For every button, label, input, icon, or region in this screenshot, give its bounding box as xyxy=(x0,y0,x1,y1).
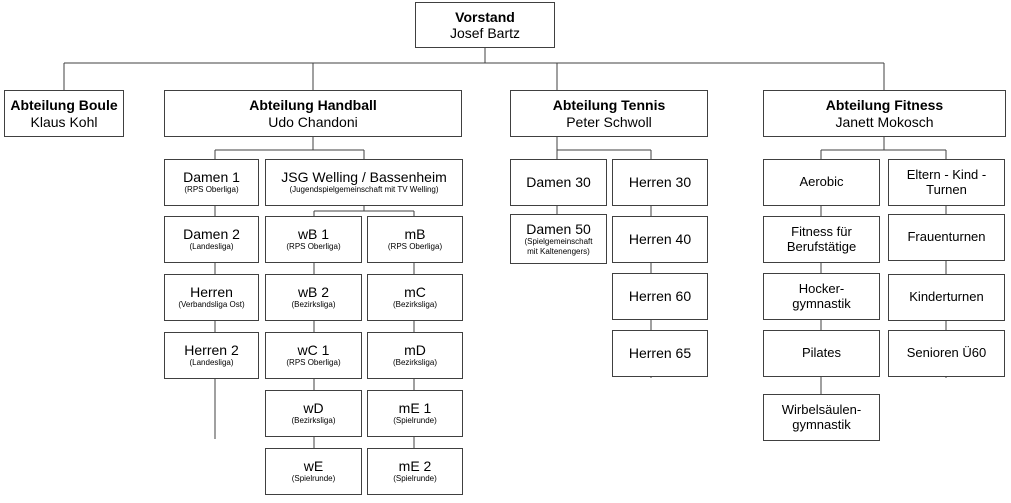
team-league: (Landesliga) xyxy=(189,242,234,252)
group-label: Aerobic xyxy=(799,174,844,190)
team-mb: mB (RPS Oberliga) xyxy=(367,216,463,263)
group-label-line-2: gymnastik xyxy=(792,416,851,432)
team-label: mB xyxy=(404,226,426,243)
team-we: wE (Spielrunde) xyxy=(265,448,362,495)
team-damen-1: Damen 1 (RPS Oberliga) xyxy=(164,159,259,206)
team-wb-2: wB 2 (Bezirksliga) xyxy=(265,274,362,321)
team-label: Herren 30 xyxy=(628,174,692,191)
vorstand-title: Vorstand xyxy=(455,8,515,25)
department-head: Peter Schwoll xyxy=(566,113,652,130)
department-title: Abteilung Tennis xyxy=(552,97,666,114)
team-league: (Bezirksliga) xyxy=(392,358,437,368)
team-league: (Bezirksliga) xyxy=(392,300,437,310)
team-label: wB 2 xyxy=(297,284,330,301)
team-league: (RPS Oberliga) xyxy=(286,242,341,252)
group-label-line-2: Berufstätige xyxy=(786,238,857,254)
department-head: Klaus Kohl xyxy=(30,113,98,130)
team-wd: wD (Bezirksliga) xyxy=(265,390,362,437)
team-league: (Bezirksliga) xyxy=(291,416,336,426)
team-label: Herren 60 xyxy=(628,288,692,305)
group-label-line-1: Hocker- xyxy=(798,280,845,296)
team-label: Herren xyxy=(190,284,233,301)
group-label-line-1: Eltern - Kind - xyxy=(906,166,987,182)
team-league-line-1: (Spielgemeinschaft xyxy=(524,236,593,246)
department-handball: Abteilung Handball Udo Chandoni xyxy=(164,90,462,137)
group-label-line-1: Fitness für xyxy=(791,223,852,239)
team-wb-1: wB 1 (RPS Oberliga) xyxy=(265,216,362,263)
team-league: (RPS Oberliga) xyxy=(184,185,239,195)
group-frauenturnen: Frauenturnen xyxy=(888,214,1005,261)
team-herren: Herren (Verbandsliga Ost) xyxy=(164,274,259,321)
team-wc-1: wC 1 (RPS Oberliga) xyxy=(265,332,362,379)
department-fitness: Abteilung Fitness Janett Mokosch xyxy=(763,90,1006,137)
team-league: (Spielrunde) xyxy=(393,474,437,484)
team-league: (Bezirksliga) xyxy=(291,300,336,310)
team-label: mE 2 xyxy=(398,458,432,475)
department-head: Udo Chandoni xyxy=(268,113,358,130)
team-label: Herren 65 xyxy=(628,345,692,362)
group-label-line-2: Turnen xyxy=(926,181,967,197)
group-eltern-kind-turnen: Eltern - Kind - Turnen xyxy=(888,159,1005,206)
group-pilates: Pilates xyxy=(763,330,880,377)
team-mc: mC (Bezirksliga) xyxy=(367,274,463,321)
group-senioren-ue60: Senioren Ü60 xyxy=(888,330,1005,377)
team-label: Herren 2 xyxy=(184,342,239,359)
vorstand-box: Vorstand Josef Bartz xyxy=(415,2,555,48)
team-league: (Spielrunde) xyxy=(393,416,437,426)
team-label: Damen 30 xyxy=(526,174,591,191)
team-me-1: mE 1 (Spielrunde) xyxy=(367,390,463,437)
team-league-line-2: mit Kaltenengers) xyxy=(527,247,590,257)
group-label-line-2: gymnastik xyxy=(792,295,851,311)
team-damen-30: Damen 30 xyxy=(510,159,607,206)
team-md: mD (Bezirksliga) xyxy=(367,332,463,379)
team-label: JSG Welling / Bassenheim xyxy=(281,169,447,186)
team-label: wB 1 xyxy=(297,226,330,243)
group-label: Frauenturnen xyxy=(907,229,986,245)
team-herren-40: Herren 40 xyxy=(612,216,708,263)
department-boule: Abteilung Boule Klaus Kohl xyxy=(4,90,124,137)
team-herren-30: Herren 30 xyxy=(612,159,708,206)
department-tennis: Abteilung Tennis Peter Schwoll xyxy=(510,90,708,137)
group-kinderturnen: Kinderturnen xyxy=(888,274,1005,321)
team-damen-2: Damen 2 (Landesliga) xyxy=(164,216,259,263)
team-league: (Spielrunde) xyxy=(291,474,336,484)
department-title: Abteilung Handball xyxy=(249,97,377,114)
team-label: wE xyxy=(303,458,324,475)
team-label: mE 1 xyxy=(398,400,432,417)
group-label: Senioren Ü60 xyxy=(906,345,987,361)
team-label: mD xyxy=(404,342,426,359)
team-jsg: JSG Welling / Bassenheim (Jugendspielgem… xyxy=(265,159,463,206)
department-title: Abteilung Fitness xyxy=(825,97,944,114)
team-label: Damen 2 xyxy=(183,226,240,243)
team-herren-65: Herren 65 xyxy=(612,330,708,377)
group-wirbelsaeulengymnastik: Wirbelsäulen- gymnastik xyxy=(763,394,880,441)
department-head: Janett Mokosch xyxy=(835,113,934,130)
group-hockergymnastik: Hocker- gymnastik xyxy=(763,273,880,320)
team-me-2: mE 2 (Spielrunde) xyxy=(367,448,463,495)
team-label: Herren 40 xyxy=(628,231,692,248)
team-label: wD xyxy=(303,400,324,417)
team-league: (Jugendspielgemeinschaft mit TV Welling) xyxy=(289,185,439,195)
team-herren-60: Herren 60 xyxy=(612,273,708,320)
department-title: Abteilung Boule xyxy=(10,97,118,114)
team-herren-2: Herren 2 (Landesliga) xyxy=(164,332,259,379)
team-label: Damen 1 xyxy=(183,169,240,186)
vorstand-name: Josef Bartz xyxy=(449,25,521,41)
team-league: (RPS Oberliga) xyxy=(387,242,443,252)
team-label: Damen 50 xyxy=(526,220,591,237)
team-league: (Verbandsliga Ost) xyxy=(178,300,245,310)
group-fitness-berufstaetige: Fitness für Berufstätige xyxy=(763,216,880,263)
team-league: (RPS Oberliga) xyxy=(286,358,341,368)
team-label: wC 1 xyxy=(297,342,330,359)
team-damen-50: Damen 50 (Spielgemeinschaft mit Kaltenen… xyxy=(510,214,607,264)
team-league: (Landesliga) xyxy=(189,358,234,368)
group-label: Pilates xyxy=(801,345,842,361)
group-aerobic: Aerobic xyxy=(763,159,880,206)
team-label: mC xyxy=(404,284,426,301)
group-label: Kinderturnen xyxy=(909,289,984,305)
group-label-line-1: Wirbelsäulen- xyxy=(781,401,862,417)
